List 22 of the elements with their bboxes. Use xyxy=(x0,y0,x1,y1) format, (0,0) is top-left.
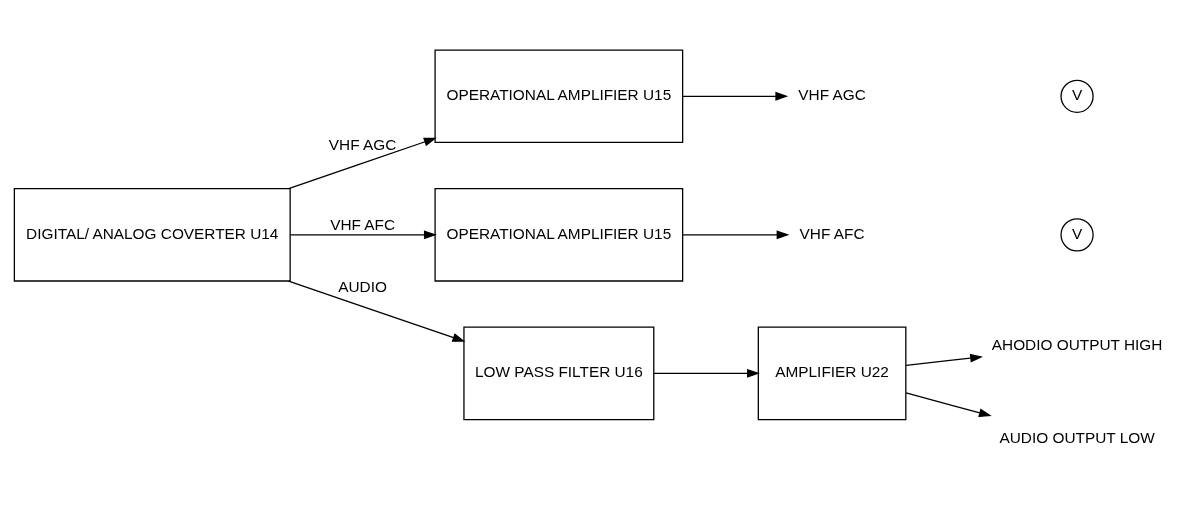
arrow xyxy=(905,391,992,417)
node-circle: V xyxy=(1060,217,1094,251)
node-circle: V xyxy=(1060,79,1094,113)
node-text: VHF AFC xyxy=(799,224,865,242)
node-box: OPERATIONAL AMPLIFIER U15 xyxy=(434,187,684,282)
arrow xyxy=(288,137,437,189)
arrow xyxy=(682,229,790,239)
arrow xyxy=(905,353,983,366)
edge-label: AUDIO xyxy=(338,277,387,295)
edge-label: VHF AGC xyxy=(328,135,397,153)
node-text: VHF AGC xyxy=(798,85,866,103)
node-box: LOW PASS FILTER U16 xyxy=(463,326,655,420)
node-box: DIGITAL/ ANALOG COVERTER U14 xyxy=(13,187,291,282)
edge-label: VHF AFC xyxy=(330,215,396,233)
arrow xyxy=(653,368,760,378)
node-text: AHODIO OUTPUT HIGH xyxy=(991,335,1163,353)
arrow xyxy=(682,91,789,101)
node-text: AUDIO OUTPUT LOW xyxy=(999,428,1155,446)
node-box: OPERATIONAL AMPLIFIER U15 xyxy=(434,49,684,143)
arrow xyxy=(289,229,437,239)
node-box: AMPLIFIER U22 xyxy=(757,326,907,420)
arrow xyxy=(288,280,466,342)
